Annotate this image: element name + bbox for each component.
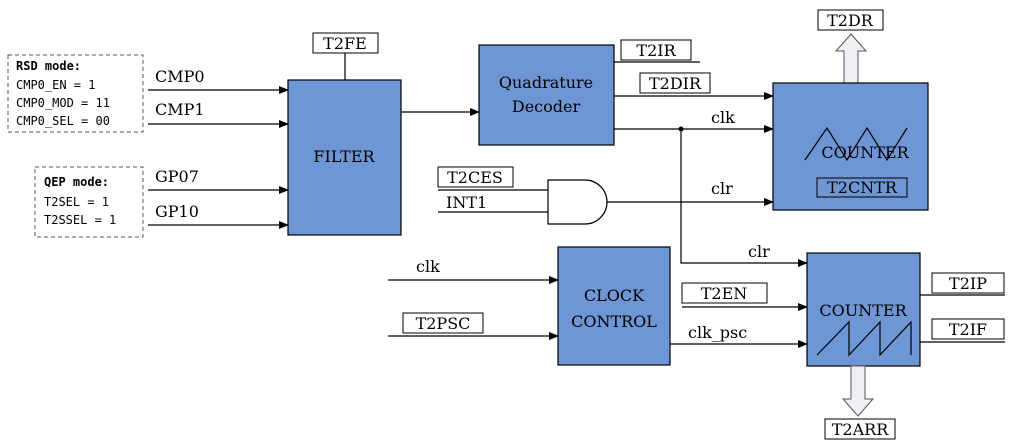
quadrature-decoder-block: [478, 44, 615, 146]
counter-bottom-label: COUNTER: [819, 301, 907, 320]
t2fe-label: T2FE: [323, 34, 367, 53]
t2arr-label: T2ARR: [832, 420, 889, 439]
t2if-label: T2IF: [949, 320, 987, 339]
rsd-mode-title: RSD mode:: [16, 59, 81, 73]
clk-psc-label: clk_psc: [688, 323, 747, 342]
qep-mode-title: QEP mode:: [44, 175, 109, 189]
clr-bottom-wire: [680, 129, 808, 267]
t2dir-register: [639, 72, 711, 94]
decoder-label-line-2: Decoder: [512, 97, 581, 116]
gp10-label: GP10: [155, 202, 199, 221]
t2psc-label: T2PSC: [416, 314, 471, 333]
gp07-label: GP07: [155, 167, 199, 186]
t2arr-register: [824, 418, 896, 440]
clock-control-label-line-1: CLOCK: [584, 286, 645, 305]
clr-bottom-label: clr: [748, 242, 770, 261]
rsd-mode-box: RSD mode: CMP0_EN = 1 CMP0_MOD = 11 CMP0…: [7, 54, 144, 133]
qep-mode-line-1: T2SEL = 1: [44, 195, 109, 209]
rsd-mode-line-1: CMP0_EN = 1: [16, 78, 95, 92]
rsd-mode-line-2: CMP0_MOD = 11: [16, 96, 110, 110]
t2ces-label: T2CES: [447, 168, 503, 187]
cmp1-label: CMP1: [155, 100, 205, 119]
t2psc-register: [402, 312, 484, 334]
int1-label: INT1: [446, 193, 487, 212]
filter-block: [287, 79, 402, 236]
decoder-clk-label: clk: [711, 108, 735, 127]
t2dir-label: T2DIR: [649, 74, 702, 93]
t2ces-register: [437, 166, 514, 188]
t2arr-output-arrow: [841, 365, 875, 417]
t2ip-register: [931, 272, 1005, 294]
counter-top-waveform: [804, 126, 908, 162]
clr-gate-label: clr: [711, 179, 733, 198]
t2ir-label: T2IR: [636, 41, 676, 60]
cmp0-label: CMP0: [155, 67, 205, 86]
counter-top-block: [772, 82, 929, 211]
t2ir-register: [620, 39, 692, 61]
counter-bottom-waveform: [816, 320, 912, 357]
t2dr-register: [817, 9, 884, 31]
rsd-mode-line-3: CMP0_SEL = 00: [16, 114, 110, 128]
t2if-register: [931, 318, 1005, 340]
qep-mode-line-2: T2SSEL = 1: [44, 213, 116, 227]
counter-bottom-block: [806, 252, 921, 367]
qep-mode-box: QEP mode: T2SEL = 1 T2SSEL = 1: [34, 166, 144, 238]
filter-label: FILTER: [313, 147, 375, 166]
t2dr-output-arrow: [834, 33, 868, 84]
t2dr-label: T2DR: [827, 11, 874, 30]
t2ip-label: T2IP: [949, 274, 987, 293]
and-gate: [547, 179, 608, 225]
t2cntr-register: [816, 177, 908, 198]
t2en-label: T2EN: [701, 284, 748, 303]
counter-top-label: COUNTER: [821, 143, 909, 162]
decoder-label-line-1: Quadrature: [499, 73, 593, 92]
clock-control-block: [557, 246, 671, 366]
t2cntr-label: T2CNTR: [827, 178, 898, 197]
t2en-register: [681, 282, 768, 304]
filter-inputs: CMP0 CMP1 GP07 GP10: [148, 67, 289, 229]
clk-input-label: clk: [416, 257, 440, 276]
clock-control-label-line-2: CONTROL: [571, 312, 657, 331]
